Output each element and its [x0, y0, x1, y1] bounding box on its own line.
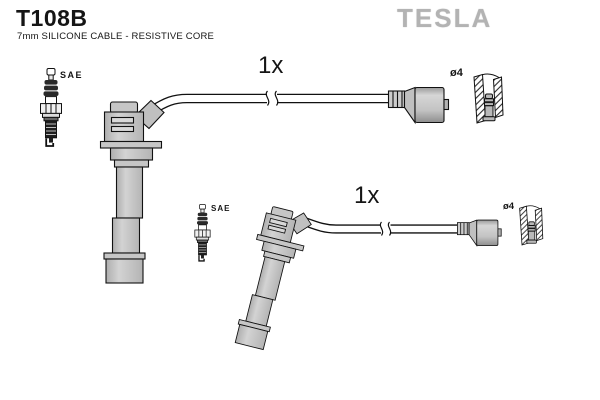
assembly-2: [194, 202, 544, 354]
terminal-diameter-label: ø4: [450, 67, 463, 79]
angled-boot-icon: [230, 202, 314, 354]
cable-description: 7mm SILICONE CABLE - RESISTIVE CORE: [17, 31, 215, 42]
terminal-diameter-label: ø4: [503, 201, 515, 212]
sae-terminal-label: SAE: [211, 204, 231, 213]
distributor-end-connector-icon: [387, 86, 450, 124]
quantity-label: 1x: [258, 52, 284, 79]
terminal-cross-section-icon: [519, 205, 544, 246]
cable-1: [148, 93, 390, 116]
straight-boot-icon: [99, 99, 165, 284]
distributor-end-connector-icon: [457, 219, 502, 247]
cable-break-icon: [379, 221, 392, 236]
spark-plug-icon: [194, 203, 211, 262]
quantity-label: 1x: [354, 182, 380, 209]
tesla-logo: TESLA: [397, 3, 493, 33]
assembly-1: [39, 67, 504, 284]
part-number: T108B: [16, 5, 88, 31]
sae-terminal-label: SAE: [60, 70, 84, 80]
cable-break-icon: [265, 90, 279, 106]
spark-plug-icon: [39, 67, 63, 147]
terminal-cross-section-icon: [473, 73, 504, 124]
